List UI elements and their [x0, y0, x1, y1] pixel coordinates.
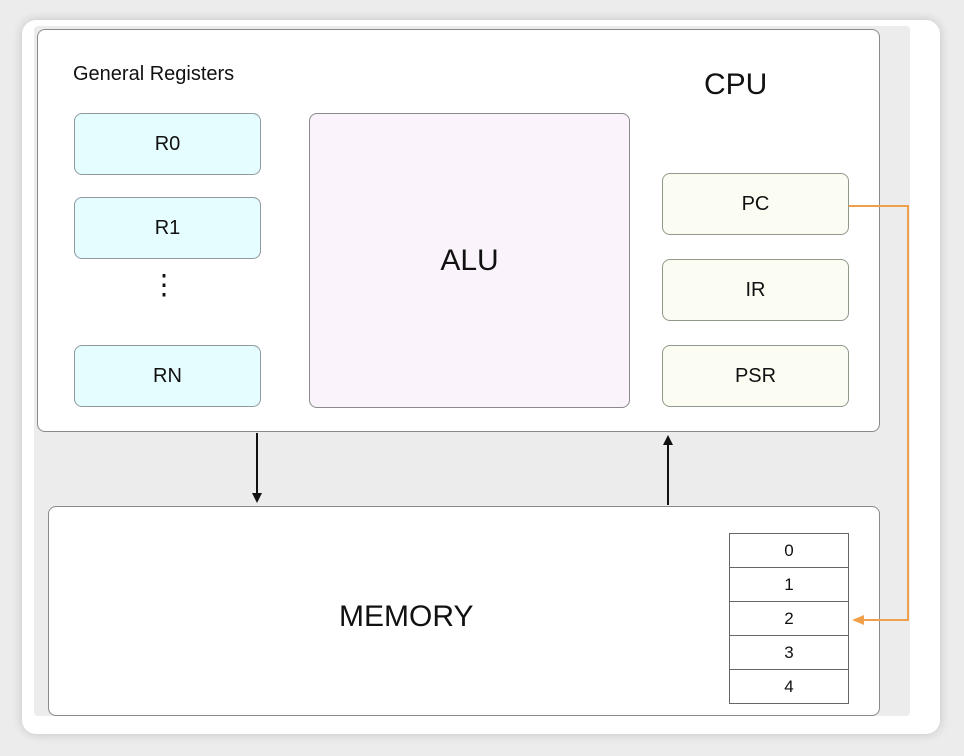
register-pc-label: PC: [741, 192, 770, 215]
register-r0: R0: [74, 113, 261, 175]
register-r1-label: R1: [154, 216, 181, 239]
memory-cell-row: 1: [729, 567, 849, 602]
memory-cell-row: 0: [729, 533, 849, 568]
register-pc: PC: [662, 173, 849, 235]
register-psr-label: PSR: [734, 364, 777, 387]
cpu-title: CPU: [704, 68, 768, 101]
register-rn-label: RN: [153, 364, 182, 387]
register-ir-label: IR: [745, 278, 766, 301]
memory-cell-0: 0: [729, 533, 849, 568]
register-ir: IR: [662, 259, 849, 321]
memory-cell-row: 3: [729, 635, 849, 670]
register-ellipsis: ⋮: [150, 269, 178, 300]
alu-label: ALU: [440, 243, 499, 277]
alu-box: ALU: [309, 113, 630, 408]
memory-cell-4: 4: [729, 669, 849, 704]
memory-cell-3: 3: [729, 635, 849, 670]
register-r1: R1: [74, 197, 261, 259]
memory-cells-table: 0 1 2 3 4: [729, 533, 849, 704]
register-r0-label: R0: [154, 132, 181, 155]
general-registers-label: General Registers: [73, 63, 235, 85]
memory-cell-2: 2: [729, 601, 849, 636]
memory-label: MEMORY: [339, 600, 474, 633]
memory-cell-row: 2: [729, 601, 849, 636]
register-rn: RN: [74, 345, 261, 407]
memory-cell-row: 4: [729, 669, 849, 704]
register-psr: PSR: [662, 345, 849, 407]
memory-cell-1: 1: [729, 567, 849, 602]
